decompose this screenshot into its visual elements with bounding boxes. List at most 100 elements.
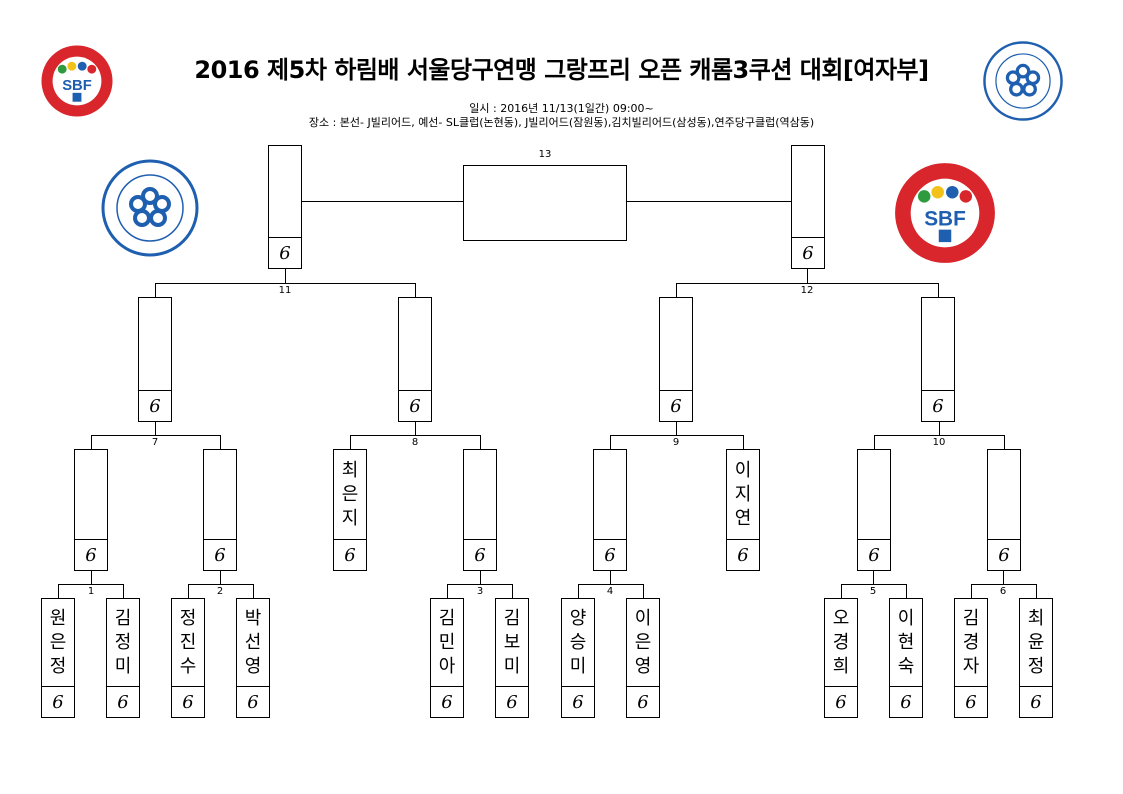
- player-name: [988, 450, 1020, 540]
- player-box[interactable]: 6: [74, 449, 108, 571]
- bracket-line: [155, 283, 156, 297]
- player-score[interactable]: 6: [204, 539, 236, 570]
- sbf-logo-right: SBF: [893, 161, 997, 265]
- bracket-line: [938, 283, 939, 297]
- player-score[interactable]: 6: [496, 686, 528, 717]
- player-score[interactable]: 6: [594, 539, 626, 570]
- player-score[interactable]: 6: [792, 237, 824, 268]
- bracket-line: [676, 283, 677, 297]
- ssc-logo-left: [100, 158, 200, 258]
- bracket-line: [91, 571, 92, 584]
- match-number: 13: [538, 149, 552, 160]
- player-score[interactable]: 6: [237, 686, 269, 717]
- player-box[interactable]: 6: [857, 449, 891, 571]
- bracket-line: [58, 584, 59, 598]
- player-box[interactable]: 6: [921, 297, 955, 422]
- player-score[interactable]: 6: [172, 686, 204, 717]
- player-score[interactable]: 6: [139, 390, 171, 421]
- bracket-line: [220, 435, 221, 449]
- player-name: [594, 450, 626, 540]
- player-score[interactable]: 6: [955, 686, 987, 717]
- sbf-emblem-icon: SBF: [41, 45, 113, 117]
- player-score[interactable]: 6: [858, 539, 890, 570]
- champion-box[interactable]: [463, 165, 627, 241]
- player-name: [204, 450, 236, 540]
- player-score[interactable]: 6: [825, 686, 857, 717]
- bracket-line: [155, 422, 156, 435]
- bracket-line: [480, 435, 481, 449]
- player-box[interactable]: 6: [398, 297, 432, 422]
- bracket-line: [578, 584, 579, 598]
- player-box[interactable]: 6: [138, 297, 172, 422]
- finalist-box[interactable]: 6: [268, 145, 302, 269]
- player-name: [464, 450, 496, 540]
- finalist-box[interactable]: 6: [791, 145, 825, 269]
- bracket-line: [610, 435, 611, 449]
- bracket-line: [123, 584, 124, 598]
- match-number: 5: [869, 586, 877, 597]
- player-score[interactable]: 6: [562, 686, 594, 717]
- player-score[interactable]: 6: [75, 539, 107, 570]
- player-box[interactable]: 6: [659, 297, 693, 422]
- player-score[interactable]: 6: [107, 686, 139, 717]
- player-score[interactable]: 6: [464, 539, 496, 570]
- bracket-line: [350, 435, 480, 436]
- bracket-line: [971, 584, 1036, 585]
- player-score[interactable]: 6: [660, 390, 692, 421]
- player-score[interactable]: 6: [399, 390, 431, 421]
- match-number: 12: [800, 285, 814, 296]
- player-score[interactable]: 6: [988, 539, 1020, 570]
- player-score[interactable]: 6: [890, 686, 922, 717]
- match-number: 10: [932, 437, 946, 448]
- player-box[interactable]: 6: [593, 449, 627, 571]
- player-score[interactable]: 6: [334, 539, 366, 570]
- player-score[interactable]: 6: [269, 237, 301, 268]
- player-score[interactable]: 6: [431, 686, 463, 717]
- player-score[interactable]: 6: [627, 686, 659, 717]
- match-number: 1: [87, 586, 95, 597]
- bracket-line: [91, 435, 220, 436]
- bracket-line: [578, 584, 643, 585]
- player-box[interactable]: 6: [203, 449, 237, 571]
- player-score[interactable]: 6: [922, 390, 954, 421]
- player-name: [75, 450, 107, 540]
- bracket-line: [874, 435, 875, 449]
- event-venue: 장소 : 본선- J빌리어드, 예선- SL클럽(논현동), J빌리어드(잠원동…: [308, 116, 815, 129]
- bracket-line: [643, 584, 644, 598]
- bracket-line: [1004, 435, 1005, 449]
- player-box[interactable]: 6: [987, 449, 1021, 571]
- page-title: 2016 제5차 하림배 서울당구연맹 그랑프리 오픈 캐롬3쿠션 대회[여자부…: [194, 56, 929, 84]
- player-score[interactable]: 6: [727, 539, 759, 570]
- player-score[interactable]: 6: [1020, 686, 1052, 717]
- match-number: 11: [278, 285, 292, 296]
- player-name: [792, 146, 824, 238]
- bracket-line: [155, 283, 415, 284]
- player-score[interactable]: 6: [42, 686, 74, 717]
- player-box[interactable]: 6: [463, 449, 497, 571]
- bracket-line: [220, 571, 221, 584]
